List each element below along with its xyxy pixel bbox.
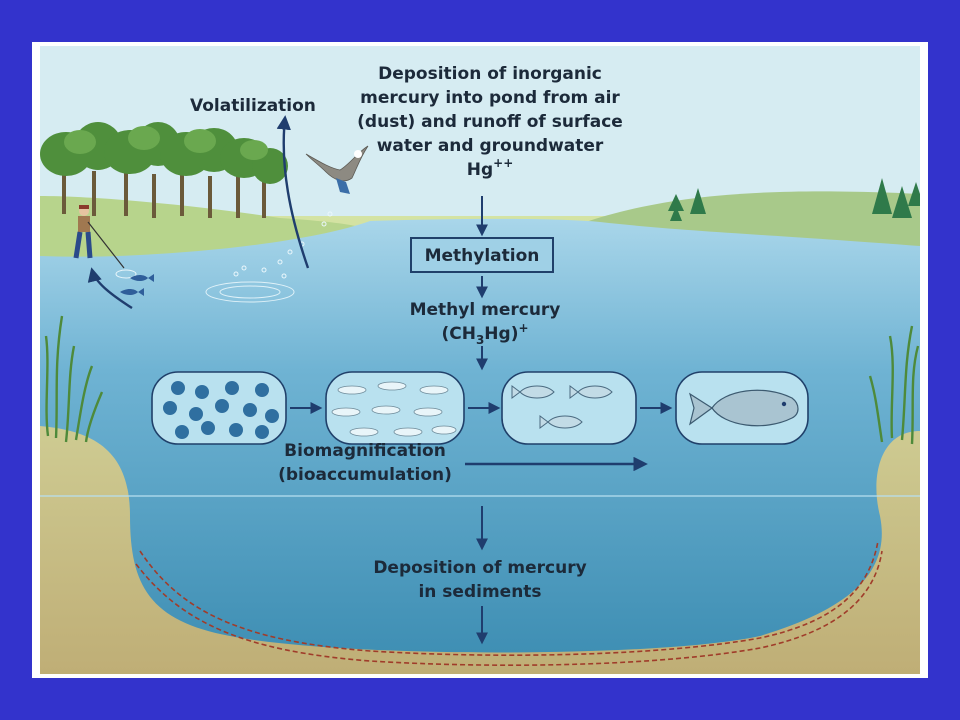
formula-subscript: 3	[475, 333, 485, 347]
hg-charge: ++	[493, 156, 514, 170]
sediment-line-2: in sediments	[418, 582, 542, 602]
biomagnification-line-1: Biomagnification	[284, 441, 446, 461]
zooplankton-capsule	[325, 371, 465, 445]
phytoplankton-capsule	[151, 371, 287, 445]
deposition-line-3: (dust) and runoff of surface	[357, 112, 623, 132]
deposition-line-1: Deposition of inorganic	[378, 64, 602, 84]
formula-close: Hg)	[484, 324, 519, 344]
small-fish-capsule	[501, 371, 637, 445]
biomagnification-label: Biomagnification (bioaccumulation)	[270, 439, 460, 487]
reeds-right	[868, 325, 920, 445]
volatilization-arrow	[276, 115, 310, 269]
sediment-label: Deposition of mercury in sediments	[360, 556, 600, 604]
formula-charge: +	[518, 321, 529, 335]
methyl-mercury-formula: (CH3Hg)+	[390, 322, 580, 346]
deposition-label: Deposition of inorganic mercury into pon…	[340, 62, 640, 182]
pond-water	[40, 218, 920, 653]
deposition-line-2: mercury into pond from air	[360, 88, 620, 108]
ripple	[205, 281, 295, 303]
methyl-mercury-name: Methyl mercury	[409, 300, 561, 320]
ripple	[219, 285, 281, 299]
reeds-left	[44, 315, 104, 443]
deposition-line-4: water and groundwater	[376, 136, 604, 156]
fisherman	[73, 205, 125, 269]
methylation-box: Methylation	[410, 237, 554, 273]
sediment-line-1: Deposition of mercury	[373, 558, 587, 578]
pine-trees	[668, 178, 920, 221]
biomagnification-line-2: (bioaccumulation)	[278, 465, 452, 485]
methyl-mercury-label: Methyl mercury (CH3Hg)+	[390, 298, 580, 346]
surface-fish	[120, 274, 154, 296]
slide-frame: Volatilization Deposition of inorganic m…	[32, 42, 928, 678]
hg-ion-label: Hg++	[340, 156, 640, 182]
formula-open: (CH	[441, 324, 476, 344]
volatilization-label: Volatilization	[190, 96, 316, 116]
runoff-arrow	[87, 267, 133, 310]
eagle-icon	[305, 145, 369, 194]
pond-scene	[40, 115, 920, 674]
ripple	[115, 269, 137, 279]
hg-symbol: Hg	[466, 160, 494, 180]
mercury-cycle-diagram: Volatilization Deposition of inorganic m…	[40, 46, 920, 674]
large-fish-capsule	[675, 371, 809, 445]
sediment-layer-1	[139, 540, 879, 656]
tree-cluster	[40, 122, 288, 218]
sediment-layer-2	[135, 550, 883, 666]
